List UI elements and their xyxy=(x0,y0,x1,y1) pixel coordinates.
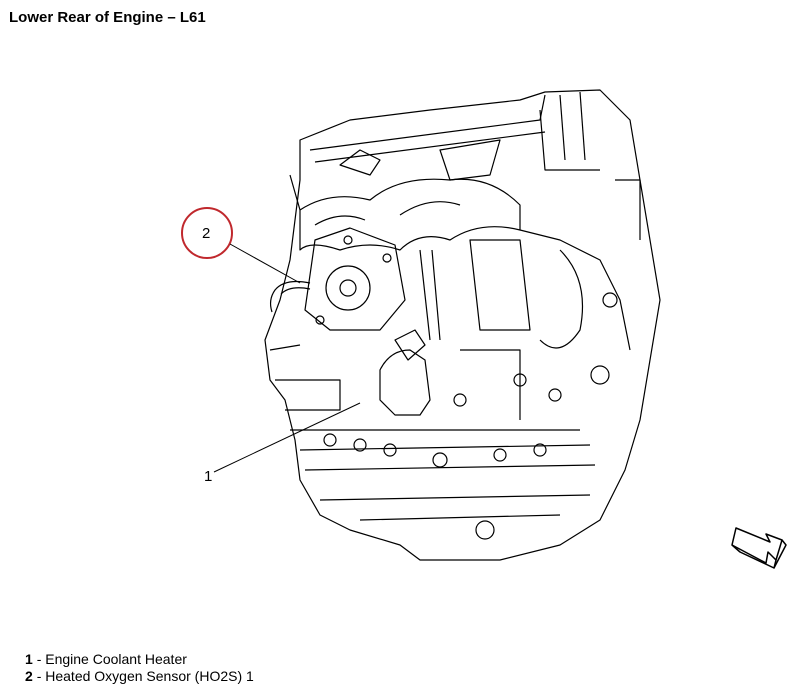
callout-1-leader xyxy=(213,402,361,473)
legend-separator: - xyxy=(36,651,46,667)
legend: 1 - Engine Coolant Heater 2 - Heated Oxy… xyxy=(25,651,254,685)
legend-item-label: Heated Oxygen Sensor (HO2S) 1 xyxy=(45,668,254,684)
legend-item-number: 2 xyxy=(25,668,33,684)
callout-2-number: 2 xyxy=(202,225,210,242)
engine-illustration xyxy=(264,89,661,561)
view-direction-arrow-icon xyxy=(731,527,787,569)
engine-diagram: 2 1 xyxy=(181,89,787,569)
legend-item-number: 1 xyxy=(25,651,33,667)
legend-item: 2 - Heated Oxygen Sensor (HO2S) 1 xyxy=(25,668,254,685)
callout-2-highlight-circle xyxy=(181,207,233,259)
legend-separator: - xyxy=(36,668,46,684)
legend-item: 1 - Engine Coolant Heater xyxy=(25,651,254,668)
legend-item-label: Engine Coolant Heater xyxy=(45,651,187,667)
callout-2-leader xyxy=(229,243,301,284)
callout-1-number: 1 xyxy=(204,468,212,485)
page-title: Lower Rear of Engine – L61 xyxy=(9,9,206,26)
